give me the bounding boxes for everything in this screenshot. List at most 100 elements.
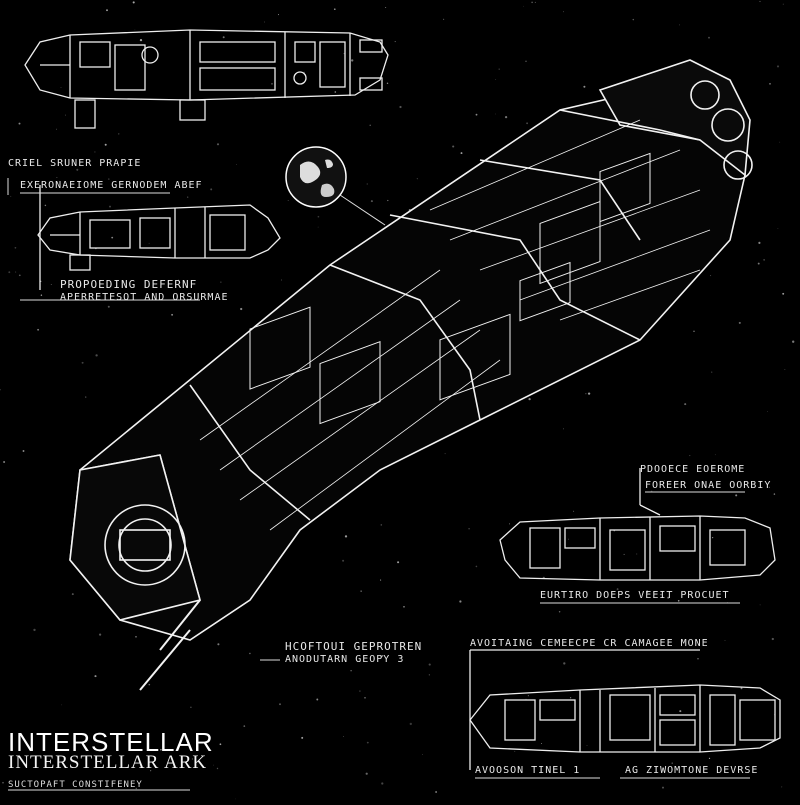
star: [350, 669, 352, 672]
star: [370, 200, 373, 203]
star: [711, 536, 714, 539]
star: [740, 687, 743, 690]
star: [768, 486, 770, 488]
star: [468, 527, 470, 530]
star: [235, 798, 236, 800]
star: [394, 41, 396, 43]
star: [526, 122, 529, 125]
star: [708, 757, 711, 760]
star: [380, 524, 383, 526]
star: [10, 195, 12, 197]
star: [118, 133, 120, 135]
star: [646, 590, 649, 593]
star: [111, 236, 114, 239]
star: [767, 411, 768, 412]
annotation-bottom-right-left: AVOOSON TINEL 1: [475, 765, 581, 776]
star: [534, 1, 536, 3]
star: [360, 590, 362, 592]
star: [106, 9, 108, 12]
annotation-bottom-right-right: AG ZIWOMTONE DEVRSE: [625, 765, 759, 776]
star: [563, 428, 564, 430]
star: [504, 115, 508, 119]
star: [759, 0, 761, 3]
star: [132, 1, 135, 4]
star: [563, 11, 565, 13]
annotation-bottom-center-1: HCOFTOUI GEPROTREN: [285, 640, 423, 653]
star: [495, 79, 497, 80]
star: [160, 748, 162, 751]
star: [94, 151, 96, 153]
star: [514, 750, 516, 752]
star: [18, 274, 21, 277]
star: [498, 68, 500, 70]
star: [22, 450, 25, 452]
star: [632, 18, 635, 21]
star: [264, 21, 265, 23]
star: [64, 114, 66, 116]
star: [531, 1, 533, 4]
star: [71, 593, 74, 596]
star: [342, 559, 345, 562]
star: [222, 36, 225, 39]
star: [495, 113, 496, 115]
star: [0, 388, 1, 391]
title-caption: SUCTOPAFT CONSTIFENEY: [8, 780, 143, 790]
leader-lines: [7, 178, 750, 791]
star: [380, 579, 382, 581]
star: [50, 283, 52, 286]
star: [135, 787, 137, 790]
star: [317, 215, 320, 218]
star: [784, 369, 786, 370]
title-sub: INTERSTELLAR ARK: [8, 752, 208, 773]
star: [333, 8, 336, 11]
star: [422, 754, 423, 755]
bottom-ship-schematic: [469, 649, 781, 770]
star: [662, 786, 664, 789]
star: [587, 392, 591, 395]
annotation-top-left-2: EXERONAEIOME GERNODEM ABEF: [20, 180, 203, 191]
star: [781, 786, 783, 788]
star: [527, 695, 529, 697]
star: [178, 279, 180, 281]
star: [216, 767, 219, 770]
star: [369, 124, 371, 127]
star: [779, 141, 781, 143]
star: [366, 183, 368, 185]
star: [563, 662, 566, 665]
star: [351, 59, 354, 62]
star: [689, 455, 691, 457]
star: [704, 485, 706, 487]
star: [528, 397, 531, 401]
star: [217, 643, 220, 646]
star: [98, 633, 102, 636]
star: [738, 321, 741, 324]
star: [416, 178, 418, 180]
star: [343, 53, 345, 55]
star: [33, 628, 36, 632]
star: [409, 722, 412, 726]
star: [667, 596, 670, 599]
star: [60, 87, 62, 89]
star: [148, 683, 151, 686]
star: [148, 242, 150, 244]
star: [365, 772, 368, 775]
star: [475, 565, 478, 568]
star: [359, 690, 361, 692]
star: [583, 85, 586, 88]
star: [18, 122, 21, 125]
star: [85, 396, 87, 398]
star: [287, 199, 289, 202]
star: [586, 745, 588, 746]
star: [108, 178, 110, 180]
star: [381, 782, 384, 785]
annotation-mid-left-2: APERRETESOT AND ORSURMAE: [60, 292, 229, 303]
star: [150, 770, 152, 772]
star: [385, 7, 387, 8]
star: [403, 605, 405, 608]
star: [61, 704, 63, 706]
star: [763, 259, 765, 261]
star: [171, 313, 174, 316]
star: [671, 762, 673, 764]
star: [558, 611, 561, 613]
